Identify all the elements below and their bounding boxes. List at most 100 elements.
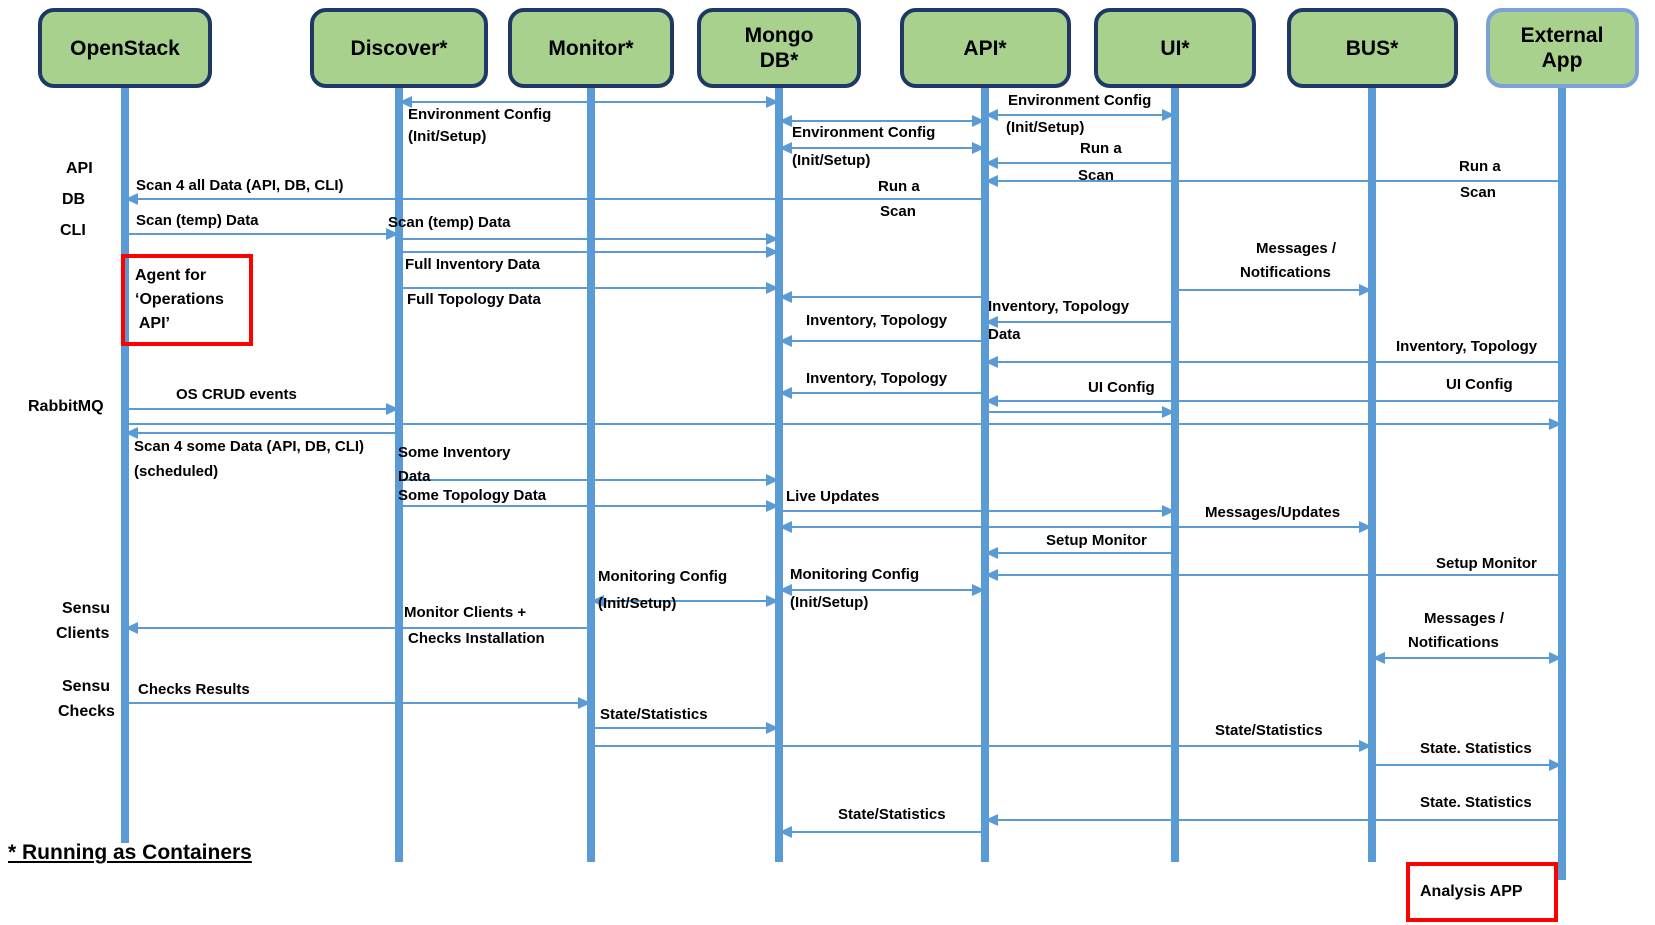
lifeline-openstack <box>121 86 129 843</box>
margin-label: API <box>66 160 93 177</box>
message-line-full-inventory-data <box>399 251 767 253</box>
message-line-env-config-mongodb-api-1 <box>791 120 973 122</box>
arrowhead-left-icon <box>779 335 792 347</box>
arrowhead-right-icon <box>766 595 779 607</box>
message-line-state-statistics-external-api <box>997 819 1562 821</box>
arrowhead-right-icon <box>1549 652 1562 664</box>
message-line-ui-config-api-ui <box>985 411 1163 413</box>
arrowhead-right-icon <box>1162 406 1175 418</box>
message-label: Scan <box>1460 184 1496 201</box>
message-label: (Init/Setup) <box>790 594 869 611</box>
arrowhead-left-icon <box>1372 652 1385 664</box>
arrowhead-right-icon <box>766 282 779 294</box>
margin-label: DB <box>62 191 86 208</box>
arrowhead-left-icon <box>985 356 998 368</box>
message-label: OS CRUD events <box>176 386 297 403</box>
message-label: Data <box>398 468 431 485</box>
arrowhead-left-icon <box>591 595 604 607</box>
message-line-scan-temp-data-openstack-discover <box>125 233 387 235</box>
margin-label: Sensu <box>62 678 111 695</box>
message-label: Monitoring Config <box>790 566 920 583</box>
arrowhead-left-icon <box>985 157 998 169</box>
note-agent-operations-api: Agent for ‘Operations API’ <box>121 254 253 346</box>
lifeline-api <box>981 86 989 862</box>
arrowhead-right-icon <box>972 584 985 596</box>
message-line-setup-monitor-ui-api <box>997 552 1175 554</box>
message-line-monitoring-config-monitor-mongodb <box>603 600 767 602</box>
lifeline-bus <box>1368 86 1376 862</box>
message-label: Inventory, Topology <box>1396 338 1538 355</box>
message-label: UI Config <box>1446 376 1513 393</box>
message-label: State. Statistics <box>1420 794 1532 811</box>
message-line-messages-notifications-ui-bus <box>1175 289 1360 291</box>
lifeline-mongodb <box>775 86 783 862</box>
message-label: Notifications <box>1408 634 1499 651</box>
message-line-inventory-topology-external-api <box>997 361 1562 363</box>
message-line-inventory-topology-api-mongodb-1 <box>791 296 985 298</box>
message-line-inventory-topology-api-mongodb-2 <box>791 340 985 342</box>
footnote: * Running as Containers <box>8 841 252 864</box>
message-label: Data <box>988 326 1021 343</box>
arrowhead-right-icon <box>766 474 779 486</box>
message-line-run-a-scan-external-api <box>997 180 1562 182</box>
arrowhead-left-icon <box>779 826 792 838</box>
margin-label: Clients <box>56 625 110 642</box>
message-line-os-crud-events <box>125 408 387 410</box>
arrowhead-left-icon <box>779 115 792 127</box>
arrowhead-left-icon <box>399 96 412 108</box>
message-line-some-inventory-data <box>399 479 767 481</box>
arrowhead-right-icon <box>766 96 779 108</box>
message-label: Notifications <box>1240 264 1331 281</box>
message-label: Inventory, Topology <box>806 312 948 329</box>
message-label: Messages/Updates <box>1205 504 1341 521</box>
message-label: Setup Monitor <box>1436 555 1537 572</box>
arrowhead-right-icon <box>766 246 779 258</box>
arrowhead-left-icon <box>779 584 792 596</box>
arrowhead-right-icon <box>1359 284 1372 296</box>
message-line-monitor-clients-checks-installation <box>137 627 591 629</box>
message-label: State/Statistics <box>600 706 708 723</box>
message-label: (Init/Setup) <box>1006 119 1085 136</box>
message-label: Inventory, Topology <box>988 298 1130 315</box>
actor-box-external: External App <box>1485 8 1639 88</box>
message-line-state-statistics-monitor-mongodb <box>591 727 767 729</box>
margin-label: RabbitMQ <box>28 398 104 415</box>
arrowhead-right-icon <box>386 228 399 240</box>
arrowhead-right-icon <box>1549 759 1562 771</box>
message-label: Inventory, Topology <box>806 370 948 387</box>
message-label: Scan <box>1078 167 1114 184</box>
message-label: Monitor Clients + <box>404 604 527 621</box>
arrowhead-left-icon <box>779 521 792 533</box>
message-label: Checks Results <box>138 681 250 698</box>
message-label: Full Topology Data <box>407 291 541 308</box>
message-label: Some Topology Data <box>398 487 547 504</box>
message-label: Live Updates <box>786 488 880 505</box>
actor-box-openstack: OpenStack <box>38 8 212 88</box>
message-label: Run a <box>1080 140 1122 157</box>
message-line-env-config-discover-mongodb <box>411 101 767 103</box>
message-label: Environment Config <box>792 124 936 141</box>
message-label: Messages / <box>1256 240 1337 257</box>
arrowhead-left-icon <box>779 387 792 399</box>
arrowhead-right-icon <box>972 142 985 154</box>
margin-label: Checks <box>58 703 115 720</box>
arrowhead-left-icon <box>125 427 138 439</box>
arrowhead-right-icon <box>972 115 985 127</box>
lifeline-ui <box>1171 86 1179 862</box>
actor-box-mongodb: Mongo DB* <box>697 8 861 88</box>
actor-box-discover: Discover* <box>310 8 488 88</box>
margin-label: Sensu <box>62 600 111 617</box>
message-label: Scan (temp) Data <box>388 214 511 231</box>
message-line-ui-config-external-api <box>997 400 1562 402</box>
message-line-relay-to-external-app <box>125 423 1550 425</box>
message-label: Environment Config <box>1008 92 1152 109</box>
arrowhead-right-icon <box>1359 521 1372 533</box>
actor-box-ui: UI* <box>1094 8 1256 88</box>
message-label: State/Statistics <box>838 806 946 823</box>
arrowhead-left-icon <box>985 395 998 407</box>
message-line-scan-4-all-data-api-openstack <box>137 198 985 200</box>
margin-label: CLI <box>60 222 86 239</box>
message-line-some-topology-data <box>399 505 767 507</box>
arrowhead-right-icon <box>766 233 779 245</box>
